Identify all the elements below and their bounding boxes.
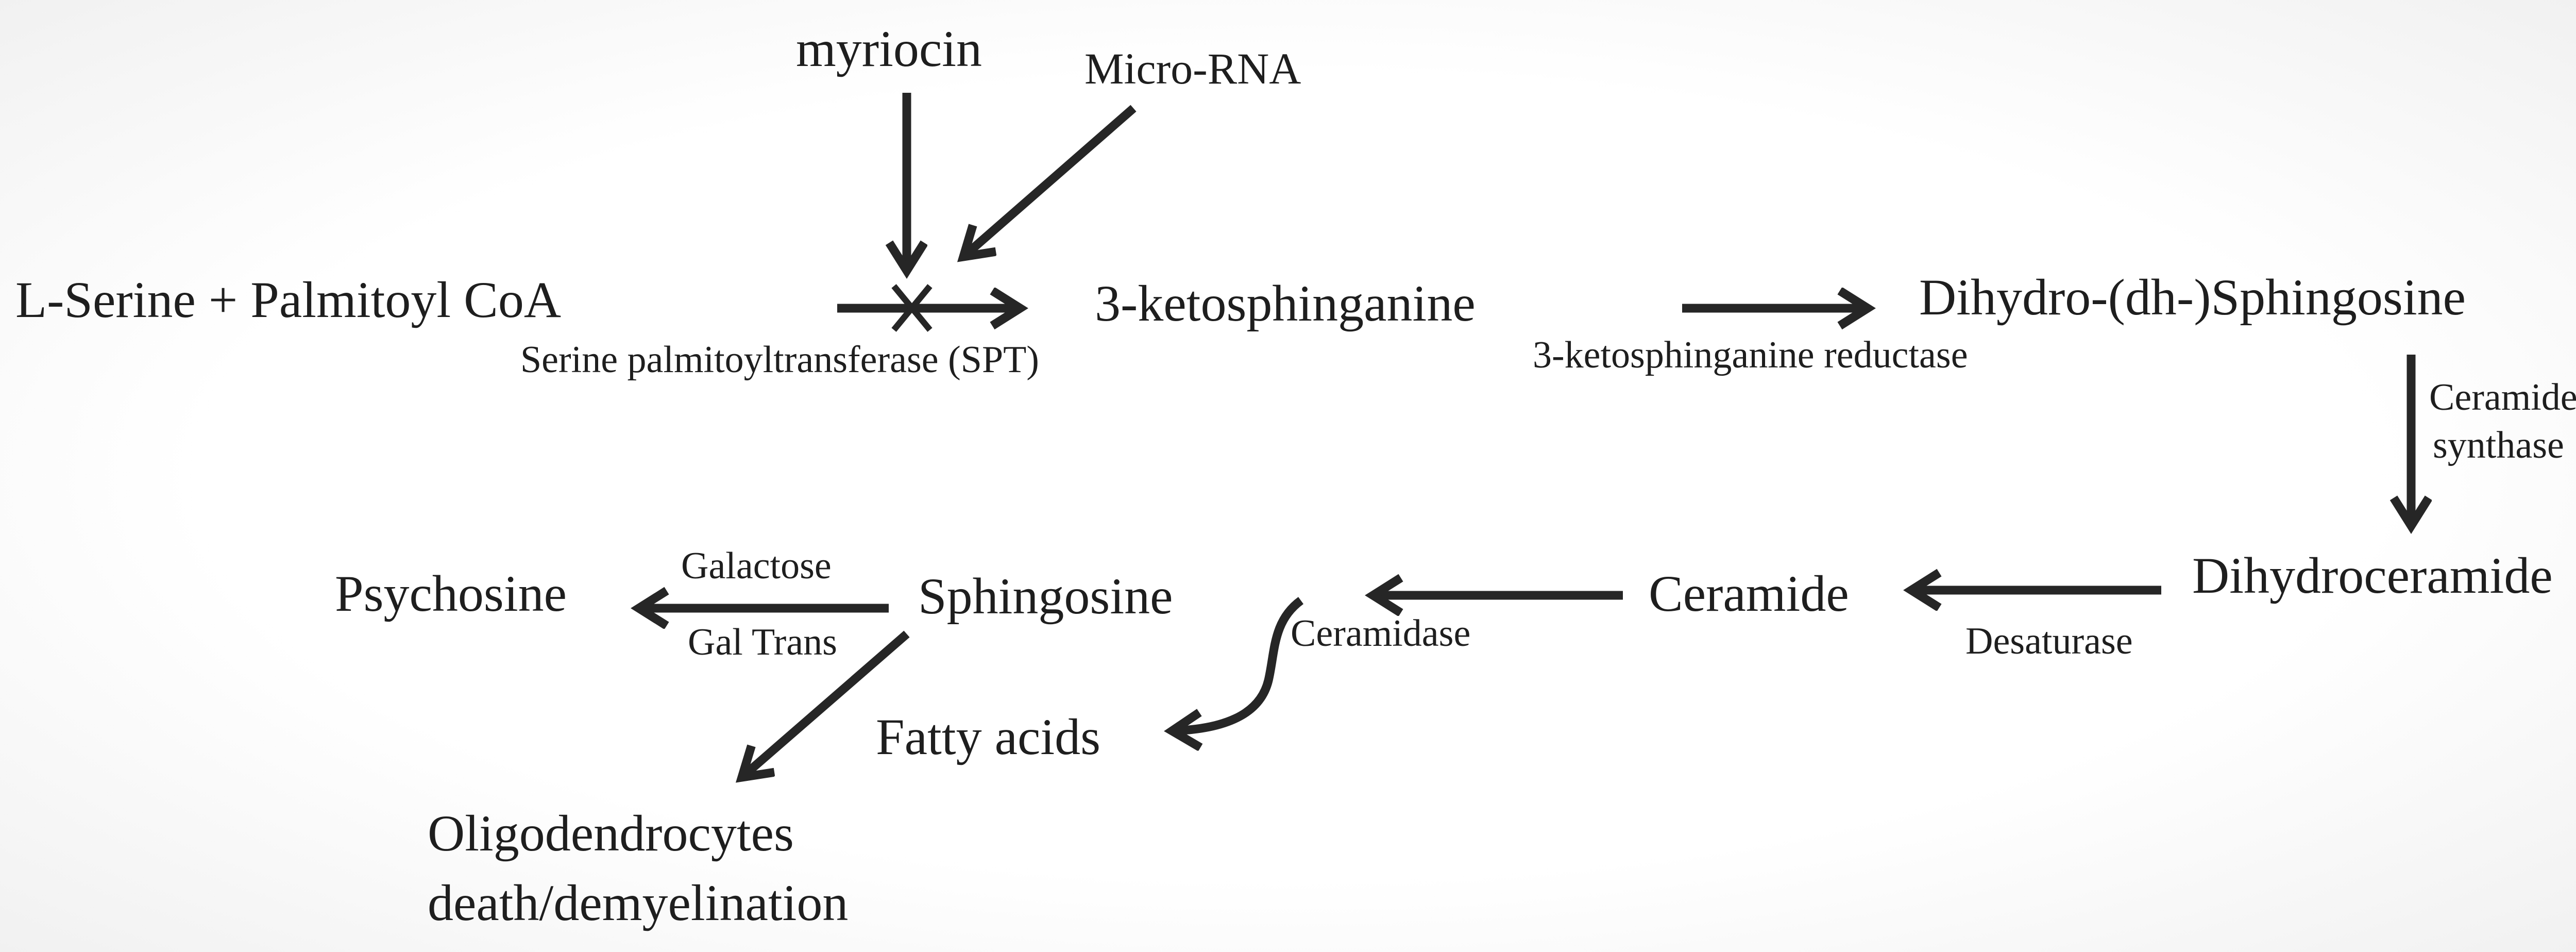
arrow-oligodendrocyte-death: [742, 630, 910, 777]
node-sphingosine: Sphingosine: [918, 567, 1173, 625]
arrow-fatty-acids-curve: [1172, 597, 1304, 731]
enzyme-ceramidase-label: Ceramidase: [1291, 612, 1470, 655]
node-psychosine: Psychosine: [335, 565, 567, 622]
enzyme-ceramide-synthase-label-line1: Ceramide: [2429, 376, 2576, 419]
node-fatty-acids: Fatty acids: [876, 708, 1100, 765]
enzyme-spt-label: Serine palmitoyltransferase (SPT): [520, 339, 1039, 381]
node-dihydroceramide: Dihydroceramide: [2192, 547, 2553, 604]
arrow-micro-rna-inhibition: [963, 105, 1137, 257]
node-oligodendrocytes-line1: Oligodendrocytes: [428, 805, 794, 862]
node-myriocin: myriocin: [796, 20, 982, 77]
enzyme-ceramide-synthase-label-line2: synthase: [2433, 424, 2564, 466]
node-3-ketosphinganine: 3-ketosphinganine: [1095, 275, 1476, 332]
node-oligodendrocytes-line2: death/demyelination: [428, 874, 848, 931]
enzyme-gal-trans-label: Gal Trans: [688, 621, 837, 663]
enzyme-desaturase-label: Desaturase: [1965, 620, 2133, 662]
inhibition-cross-mark: [891, 284, 933, 332]
enzyme-ketosphinganine-reductase-label: 3-ketosphinganine reductase: [1533, 334, 1968, 376]
node-dh-sphingosine: Dihydro-(dh-)Sphingosine: [1919, 269, 2466, 326]
enzyme-galactose-label: Galactose: [681, 545, 832, 587]
node-serine-palmitoyl-coa: L-Serine + Palmitoyl CoA: [15, 271, 561, 328]
node-micro-rna: Micro-RNA: [1084, 44, 1301, 93]
node-ceramide: Ceramide: [1649, 565, 1849, 622]
